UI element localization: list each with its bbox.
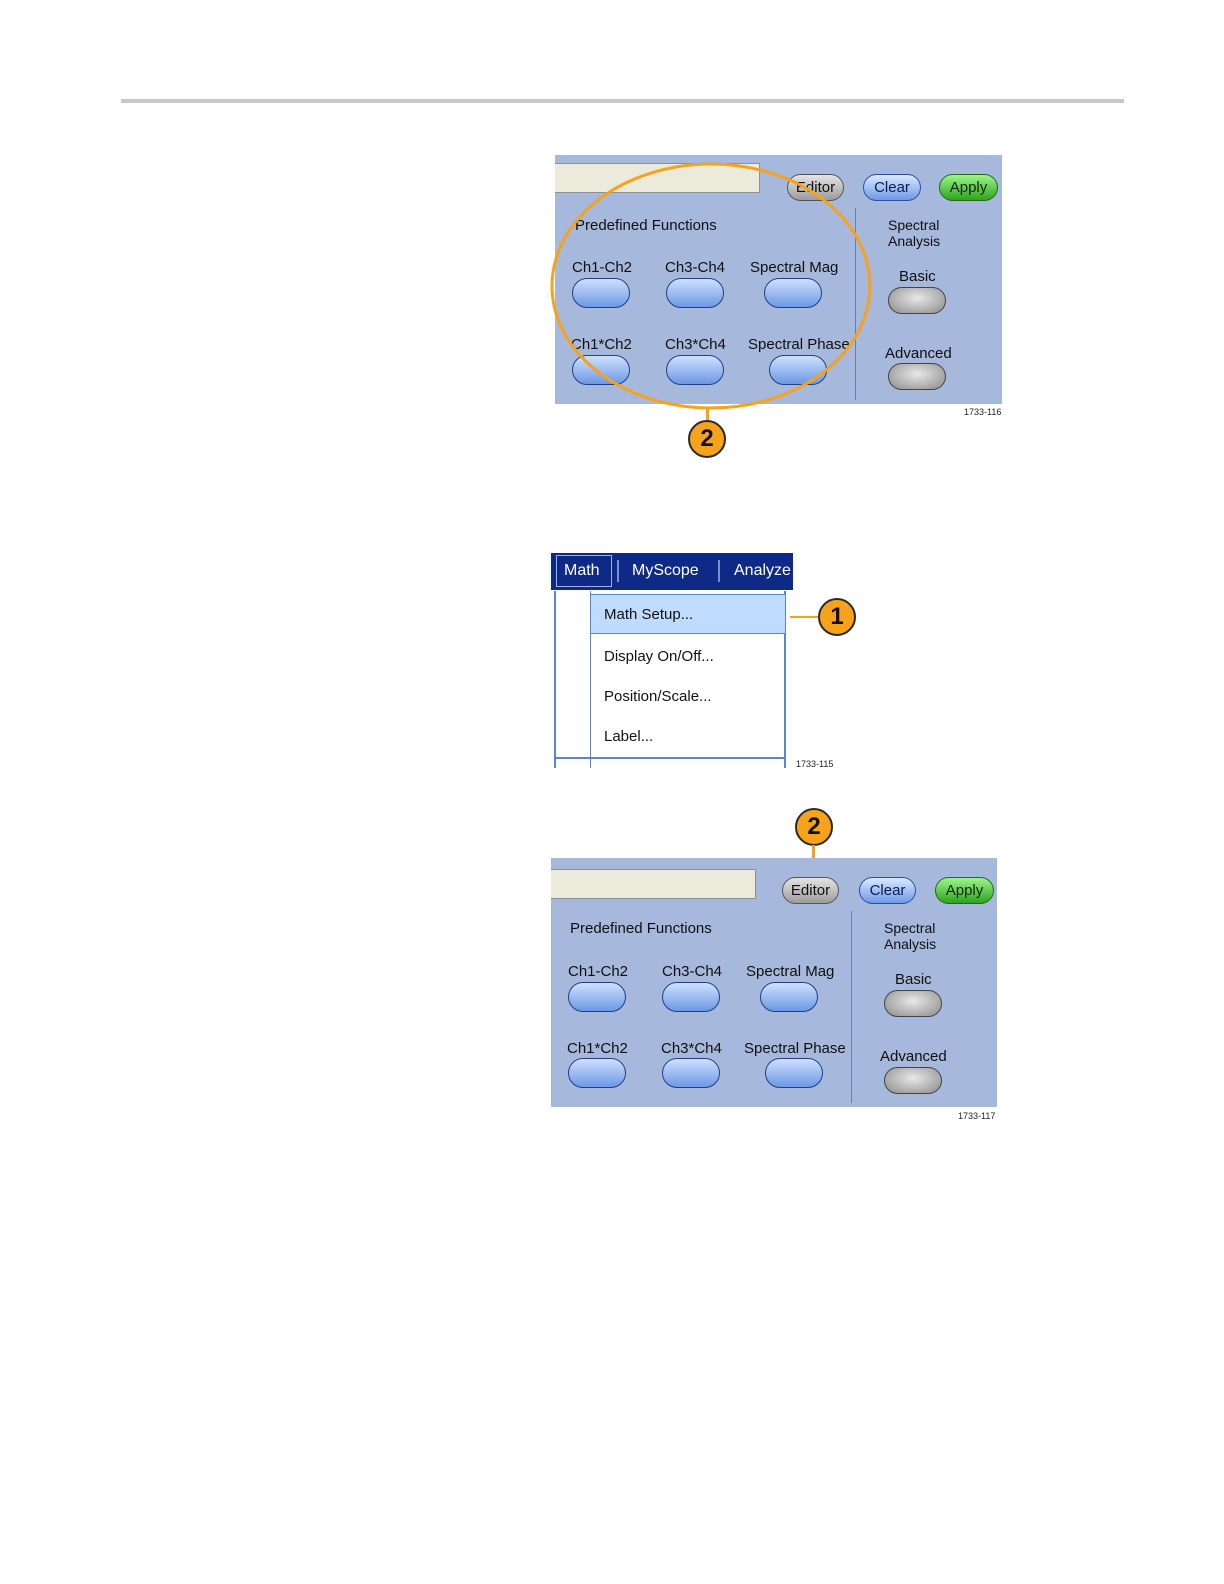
figure-id: 1733-117: [958, 1111, 996, 1121]
spectral-phase-button[interactable]: [765, 1058, 823, 1088]
callout-leader: [790, 616, 820, 618]
figure-id: 1733-116: [964, 407, 1002, 417]
ch1-minus-ch2-button[interactable]: [568, 982, 626, 1012]
menu-item-highlight: [590, 594, 786, 634]
advanced-label: Advanced: [885, 345, 952, 362]
highlight-ellipse: [550, 162, 872, 410]
function-label: Ch1-Ch2: [568, 963, 629, 980]
menu-tab-selected-frame: [556, 555, 612, 587]
callout-2-badge: 2: [688, 420, 726, 458]
apply-button[interactable]: Apply: [939, 174, 998, 201]
function-label: Spectral Phase: [744, 1040, 846, 1057]
spectral-mag-button[interactable]: [764, 278, 822, 308]
advanced-label: Advanced: [880, 1048, 947, 1065]
predefined-functions-title: Predefined Functions: [575, 217, 717, 234]
callout-leader: [812, 845, 815, 869]
clear-button[interactable]: Clear: [863, 174, 921, 201]
function-label: Ch1*Ch2: [571, 336, 632, 353]
header-rule: [121, 99, 1124, 103]
basic-label: Basic: [895, 971, 932, 988]
ch3-times-ch4-button[interactable]: [662, 1058, 720, 1088]
function-label: Ch1-Ch2: [572, 259, 633, 276]
math-panel-bottom: Editor Clear Apply Predefined Functions …: [551, 858, 997, 1107]
menu-item-label[interactable]: Label...: [604, 728, 654, 745]
menu-item-display-onoff[interactable]: Display On/Off...: [604, 648, 714, 665]
basic-button[interactable]: [884, 990, 942, 1017]
function-label: Ch1*Ch2: [567, 1040, 628, 1057]
panel-divider: [855, 208, 856, 400]
spectral-mag-button[interactable]: [760, 982, 818, 1012]
menu-tab-myscope[interactable]: MyScope: [632, 562, 699, 579]
function-label: Ch3*Ch4: [661, 1040, 722, 1057]
ch1-times-ch2-button[interactable]: [568, 1058, 626, 1088]
predefined-functions-title: Predefined Functions: [570, 920, 712, 937]
basic-button[interactable]: [888, 287, 946, 314]
math-panel-top: Editor Clear Apply Predefined Functions …: [555, 155, 1002, 404]
math-menu-screenshot: Math MyScope Analyze Math Setup... Displ…: [551, 553, 793, 768]
advanced-button[interactable]: [888, 363, 946, 390]
editor-button[interactable]: Editor: [787, 174, 844, 201]
menu-tab-analyze[interactable]: Analyze: [734, 562, 791, 579]
apply-button[interactable]: Apply: [935, 877, 994, 904]
expression-field[interactable]: [555, 163, 760, 193]
menu-item-position-scale[interactable]: Position/Scale...: [604, 688, 712, 705]
callout-leader: [706, 408, 709, 422]
function-label: Ch3*Ch4: [665, 336, 726, 353]
menu-bottom-line: [556, 757, 786, 759]
menu-tab-math[interactable]: Math: [564, 562, 600, 579]
menu-separator: [718, 560, 720, 582]
ch3-minus-ch4-button[interactable]: [666, 278, 724, 308]
ch3-minus-ch4-button[interactable]: [662, 982, 720, 1012]
ch1-times-ch2-button[interactable]: [572, 355, 630, 385]
spectral-analysis-title: Spectral Analysis: [888, 217, 941, 249]
function-label: Ch3-Ch4: [665, 259, 726, 276]
function-label: Ch3-Ch4: [662, 963, 723, 980]
function-label: Spectral Mag: [750, 259, 839, 276]
callout-1-badge: 1: [818, 598, 856, 636]
clear-button[interactable]: Clear: [859, 877, 916, 904]
expression-field[interactable]: [551, 869, 756, 899]
menu-gutter: [590, 591, 591, 768]
ch3-times-ch4-button[interactable]: [666, 355, 724, 385]
math-dropdown: Math Setup... Display On/Off... Position…: [554, 591, 786, 768]
menu-bar: Math MyScope Analyze: [551, 553, 793, 590]
function-label: Spectral Mag: [746, 963, 835, 980]
figure-id: 1733-115: [796, 759, 834, 769]
advanced-button[interactable]: [884, 1067, 942, 1094]
ch1-minus-ch2-button[interactable]: [572, 278, 630, 308]
panel-divider: [851, 911, 852, 1103]
editor-button[interactable]: Editor: [782, 877, 839, 904]
function-label: Spectral Phase: [748, 336, 850, 353]
callout-2-badge: 2: [795, 808, 833, 846]
basic-label: Basic: [899, 268, 936, 285]
spectral-phase-button[interactable]: [769, 355, 827, 385]
menu-item-math-setup[interactable]: Math Setup...: [604, 606, 694, 623]
spectral-analysis-title: Spectral Analysis: [884, 920, 937, 952]
menu-separator: [617, 560, 619, 582]
